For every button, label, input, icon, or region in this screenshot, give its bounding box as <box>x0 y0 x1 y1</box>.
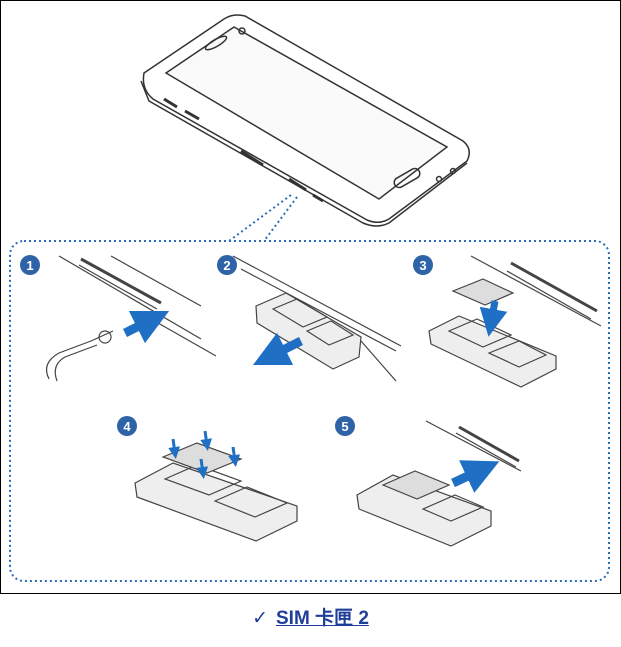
svg-text:1: 1 <box>26 258 33 273</box>
sim-instructions-figure: 1 2 3 4 5 <box>0 0 621 594</box>
caption-link[interactable]: SIM 卡匣 2 <box>276 608 369 629</box>
pull-tray-arrow <box>252 332 304 366</box>
leader-line-right <box>263 196 298 242</box>
step-badge-5: 5 <box>335 416 355 436</box>
insert-tray-arrow <box>451 460 500 493</box>
svg-text:4: 4 <box>123 419 131 434</box>
step-3-illustration <box>428 255 602 388</box>
check-icon: ✓ <box>252 608 268 629</box>
svg-text:5: 5 <box>341 419 348 434</box>
step-1-illustration <box>46 255 217 382</box>
figure-caption: ✓ SIM 卡匣 2 <box>0 603 621 630</box>
step-badge-3: 3 <box>413 255 433 275</box>
step-4-illustration <box>134 442 298 542</box>
svg-text:2: 2 <box>223 258 230 273</box>
step-badge-2: 2 <box>217 255 237 275</box>
phone-illustration <box>140 14 470 227</box>
steps-panel-border <box>9 240 610 582</box>
step-badge-4: 4 <box>117 416 137 436</box>
step-2-illustration <box>232 255 402 382</box>
svg-text:3: 3 <box>419 258 426 273</box>
illustration-svg: 1 2 3 4 5 <box>9 14 610 582</box>
step-badge-1: 1 <box>20 255 40 275</box>
insert-pin-arrow <box>122 310 170 344</box>
press-sim-arrows <box>168 430 241 479</box>
place-sim-arrow <box>479 300 508 337</box>
step-5-illustration <box>356 420 522 547</box>
